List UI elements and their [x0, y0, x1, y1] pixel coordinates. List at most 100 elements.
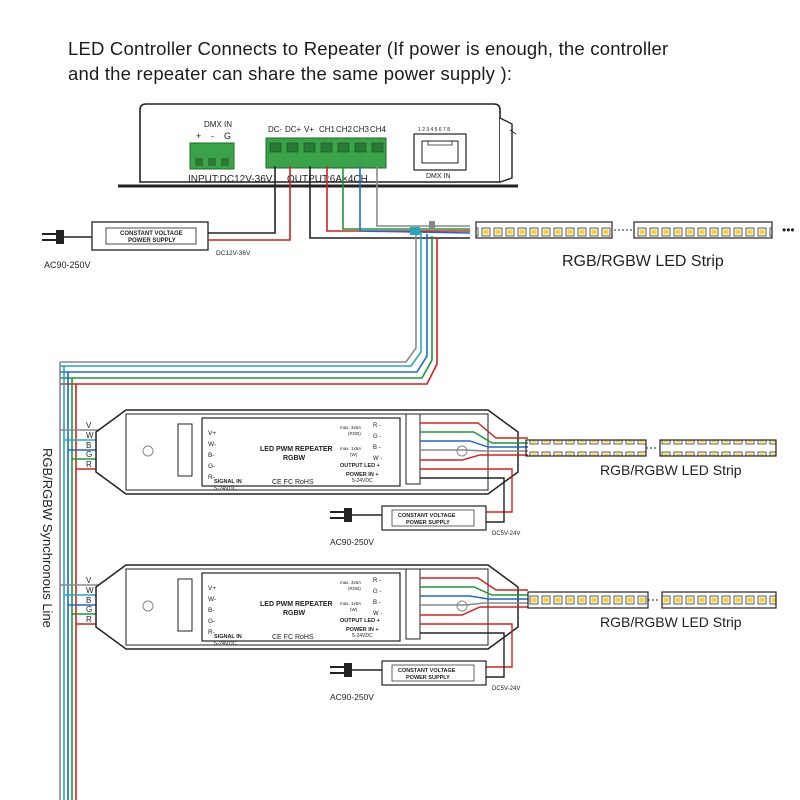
r1-cert: CE FC RoHS [272, 479, 314, 486]
r1-signal-volt: 5-24VDC [214, 486, 237, 492]
r1-psu-ac: AC90-250V [330, 537, 374, 547]
r1-rating-rgb-2: (RGB) [348, 431, 361, 436]
r2-signal-in: SIGNAL IN [214, 634, 242, 640]
r2-rating-rgb-1: max. 3x5A [340, 580, 361, 585]
r1-letter-w: W [86, 431, 94, 440]
junction-connector-top [429, 221, 435, 229]
r2-pin-r: R- [208, 629, 215, 636]
r2-pin-b: B- [208, 607, 215, 614]
r2-pin-v: V+ [208, 585, 216, 592]
r1-signal-in: SIGNAL IN [214, 479, 242, 485]
r2-out-led: OUTPUT LED + [340, 618, 380, 624]
terminal-label-ch2: CH2 [336, 125, 353, 134]
r2-psu-line-2: POWER SUPPLY [406, 675, 450, 681]
terminal-label-dc-plus: DC+ [285, 125, 302, 134]
terminal-label-ch3: CH3 [353, 125, 370, 134]
controller-wiring [60, 166, 471, 385]
r2-out-b: B - [373, 600, 381, 606]
r2-letter-b: B [86, 596, 91, 605]
r1-out-r: R - [373, 423, 381, 429]
r2-title-line-2: RGBW [283, 610, 306, 617]
r1-letter-r: R [86, 460, 92, 469]
led-controller: DMX IN + - G INPUT:DC12V-36V OUTPUT:6A×4… [118, 103, 518, 188]
r1-title-line-1: LED PWM REPEATER [260, 446, 333, 453]
r2-rating-w-2: (W) [350, 607, 358, 612]
r2-letter-w: W [86, 586, 94, 595]
top-led-strip: ••• RGB/RGBW LED Strip [475, 221, 795, 270]
output-terminal-block[interactable] [265, 137, 387, 169]
r2-rating-rgb-2: (RGB) [348, 586, 361, 591]
rj45-label: DMX IN [426, 173, 451, 180]
r1-rating-w-1: max. 1x5A [340, 446, 361, 451]
rj45-pin-numbers: 1 2 3 4 5 6 7 8 [418, 127, 450, 133]
dmx-in-terminal[interactable]: DMX IN + - G [189, 120, 235, 170]
r1-out-g: G - [373, 434, 381, 440]
sync-line-label: RGB/RGBW Synchronous Line [40, 448, 55, 628]
sync-line-bus [59, 362, 77, 800]
r2-letter-g: G [86, 605, 92, 614]
r1-pin-b: B- [208, 452, 215, 459]
dmx-in-label: DMX IN [204, 120, 232, 129]
r2-out-g: G - [373, 589, 381, 595]
r1-out-b: B - [373, 445, 381, 451]
dmx-pin-ground: G [224, 131, 231, 141]
r2-psu-line-1: CONSTANT VOLTAGE [398, 668, 456, 674]
r2-cert: CE FC RoHS [272, 634, 314, 641]
terminal-label-ch1: CH1 [319, 125, 336, 134]
repeater-2: V W B G R V+ W- B- G- R- LED PWM REPEATE… [60, 564, 777, 702]
terminal-label-ch4: CH4 [370, 125, 387, 134]
r1-rating-rgb-1: max. 3x5A [340, 425, 361, 430]
dmx-pin-plus: + [196, 131, 201, 141]
main-psu-label-line-2: POWER SUPPLY [128, 238, 176, 244]
r1-power-in-plus: POWER IN + [346, 472, 379, 478]
main-psu-ac-label: AC90-250V [44, 260, 91, 270]
input-voltage-label: INPUT:DC12V-36V [188, 174, 273, 185]
strip-continues-ellipsis: ••• [782, 223, 795, 237]
r1-rating-w-2: (W) [350, 452, 358, 457]
heading-line-2: and the repeater can share the same powe… [68, 63, 513, 84]
r2-out-r: R - [373, 578, 381, 584]
repeater-1: V W B G R V+ W- B- G- R- LED PWM REPEATE… [60, 409, 777, 547]
rj45-dmx-port[interactable]: 1 2 3 4 5 6 7 8 DMX IN [413, 127, 467, 180]
dmx-pin-minus: - [211, 131, 214, 141]
r1-out-led: OUTPUT LED + [340, 463, 380, 469]
r2-power-in-plus: POWER IN + [346, 627, 379, 633]
r2-signal-volt: 5-24VDC [214, 641, 237, 647]
r2-psu-dc: DC5V-24V [492, 686, 520, 692]
r1-letter-b: B [86, 441, 91, 450]
r1-letter-g: G [86, 450, 92, 459]
r1-pin-g: G- [208, 463, 215, 470]
r2-out-w: W - [373, 611, 382, 617]
r1-psu-line-2: POWER SUPPLY [406, 520, 450, 526]
r1-power-volt: 5-24VDC [352, 478, 373, 484]
r2-pin-g: G- [208, 618, 215, 625]
r1-pin-r: R- [208, 474, 215, 481]
r1-title-line-2: RGBW [283, 455, 306, 462]
r2-pin-w: W- [208, 596, 216, 603]
terminal-label-v-plus: V+ [304, 125, 314, 134]
r1-out-w: W - [373, 456, 382, 462]
r2-title-line-1: LED PWM REPEATER [260, 601, 333, 608]
terminal-label-dc-minus: DC- [268, 125, 283, 134]
r2-rating-w-1: max. 1x5A [340, 601, 361, 606]
r1-strip-label: RGB/RGBW LED Strip [600, 462, 742, 478]
r2-letter-v: V [86, 576, 92, 585]
r1-letter-v: V [86, 421, 92, 430]
r1-pin-v: V+ [208, 430, 216, 437]
r2-strip-label: RGB/RGBW LED Strip [600, 614, 742, 630]
top-strip-label: RGB/RGBW LED Strip [562, 253, 724, 270]
r1-pin-w: W- [208, 441, 216, 448]
main-psu-dc-label: DC12V-36V [216, 250, 251, 257]
r2-psu-ac: AC90-250V [330, 692, 374, 702]
junction-connector [410, 227, 420, 235]
main-psu-label-line-1: CONSTANT VOLTAGE [120, 231, 183, 237]
heading-line-1: LED Controller Connects to Repeater (If … [68, 38, 669, 59]
r2-letter-r: R [86, 615, 92, 624]
main-power-supply: CONSTANT VOLTAGE POWER SUPPLY AC90-250V … [42, 221, 251, 270]
r1-psu-dc: DC5V-24V [492, 531, 520, 537]
r1-psu-line-1: CONSTANT VOLTAGE [398, 513, 456, 519]
r2-power-volt: 5-24VDC [352, 633, 373, 639]
diagram-heading: LED Controller Connects to Repeater (If … [68, 36, 768, 86]
